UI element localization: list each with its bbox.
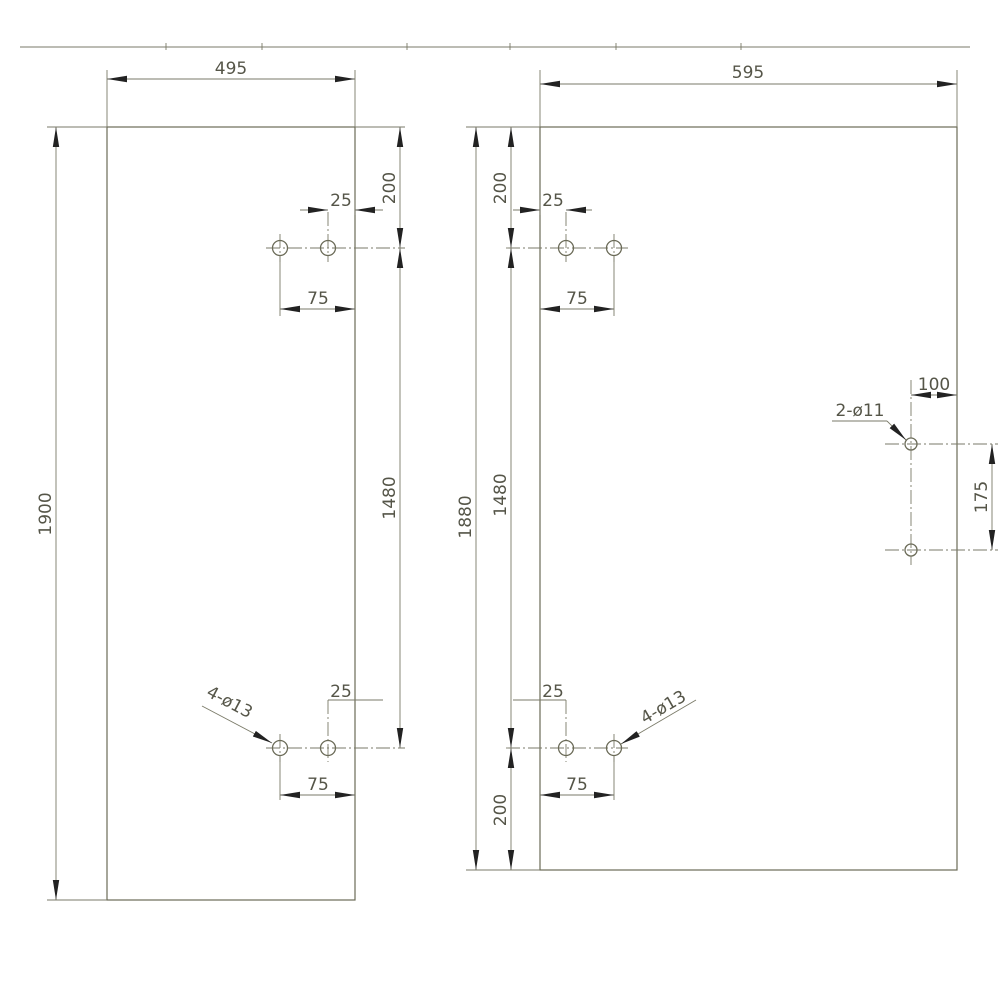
right-side-hole-callout: 2-ø11 (836, 401, 885, 421)
left-vertical-dimension-chain: 200 1480 (355, 126, 405, 748)
left-top-hole-pitch-label: 75 (307, 289, 329, 309)
left-panel-outline (106, 126, 356, 901)
left-bottom-hole-group: 25 75 4-ø13 (201, 682, 405, 800)
right-bottom-edge-offset-label: 25 (542, 682, 564, 702)
left-width-label: 495 (215, 59, 247, 79)
right-top-hole-pitch-label: 75 (566, 289, 588, 309)
right-top-offset-label: 200 (491, 172, 511, 204)
hole (319, 239, 337, 257)
hole (271, 239, 289, 257)
right-height-label: 1880 (456, 495, 476, 538)
left-bottom-edge-offset-label: 25 (330, 682, 352, 702)
hole (605, 739, 623, 757)
right-width-label: 595 (732, 63, 764, 83)
left-bottom-hole-pitch-label: 75 (307, 775, 329, 795)
right-top-edge-offset-label: 25 (542, 191, 564, 211)
right-vertical-dimension-chain: 200 1480 200 (491, 127, 515, 870)
left-height-dimension: 1900 (36, 126, 107, 901)
right-hole-spacing-label: 1480 (491, 473, 511, 516)
right-panel: 595 1880 200 1480 200 25 (456, 63, 998, 871)
right-bottom-hole-pitch-label: 75 (566, 775, 588, 795)
right-side-hole-offset-label: 100 (918, 375, 950, 395)
left-hole-spacing-label: 1480 (380, 476, 400, 519)
left-panel: 495 1900 200 1480 25 (36, 59, 405, 901)
left-hole-callout-leader (201, 705, 273, 744)
right-bottom-offset-label: 200 (491, 794, 511, 826)
right-bottom-hole-group: 25 75 4-ø13 (506, 682, 697, 800)
right-hole-callout-leader (620, 699, 697, 745)
left-top-hole-group: 25 75 (266, 191, 405, 316)
hole (904, 437, 918, 451)
left-width-dimension: 495 (106, 59, 356, 127)
right-hole-callout: 4-ø13 (637, 687, 689, 729)
right-width-dimension: 595 (539, 63, 958, 127)
hole (557, 239, 575, 257)
left-top-offset-label: 200 (380, 172, 400, 204)
right-height-dimension: 1880 (456, 126, 540, 871)
hole (271, 739, 289, 757)
right-top-hole-group: 25 75 (506, 191, 628, 316)
hole (605, 239, 623, 257)
hole (557, 739, 575, 757)
left-height-label: 1900 (36, 492, 56, 535)
top-reference-line (20, 43, 970, 50)
left-top-edge-offset-label: 25 (330, 191, 352, 211)
right-panel-outline (539, 126, 958, 871)
hole (904, 543, 918, 557)
right-side-hole-spacing-label: 175 (972, 481, 992, 513)
right-side-hole-group: 100 175 2-ø11 (832, 375, 998, 565)
hole (319, 739, 337, 757)
left-hole-callout: 4-ø13 (203, 682, 256, 723)
